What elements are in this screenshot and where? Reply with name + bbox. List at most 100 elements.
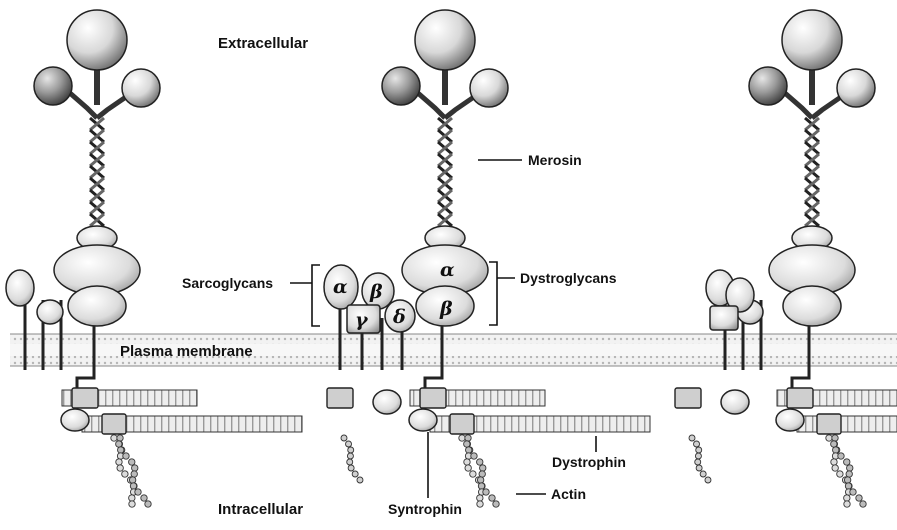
extracellular-label: Extracellular: [218, 35, 308, 52]
complex-1-actin-bead: [117, 435, 123, 441]
complex-1-dystrophin-actin-box: [102, 414, 126, 434]
complex-1-dystrophin-terminal: [72, 388, 98, 408]
complex-2-actin-bead-right: [694, 441, 700, 447]
complex-2-actin-bead: [464, 441, 470, 447]
complex-2-actin-bead-right: [705, 477, 711, 483]
complex-1-actin-bead-right: [347, 453, 353, 459]
complex-3-actin-bead: [850, 489, 856, 495]
complex-1-actin-bead: [132, 465, 138, 471]
complex-1-actin-bead-right: [357, 477, 363, 483]
complex-3-actin-bead: [833, 447, 839, 453]
complex-3-merosin-left-globule: [749, 67, 787, 105]
complex-3-actin-bead: [837, 471, 843, 477]
complex-3-syntrophin: [776, 409, 804, 431]
complex-1-dystrophin-end-box: [327, 388, 353, 408]
complex-1-actin-bead: [145, 501, 151, 507]
complex-1-actin-bead-right: [347, 459, 353, 465]
sarcoglycans-bracket: [290, 265, 320, 326]
complex-2-merosin-right-globule: [470, 69, 508, 107]
complex-2-merosin-head: [415, 10, 475, 70]
complex-2-actin-bead-right: [695, 459, 701, 465]
complex-3-actin-bead: [845, 483, 851, 489]
side-sarcoglycan-2-unit-d: [710, 306, 738, 330]
sg-alpha-label: α: [333, 276, 348, 298]
complex-2-actin-bead: [483, 489, 489, 495]
complex-3-actin-bead: [832, 465, 838, 471]
complex-2-dystrophin-terminal: [420, 388, 446, 408]
plasma-membrane-label: Plasma membrane: [120, 343, 253, 360]
dg-alpha-label: α: [440, 259, 455, 281]
complex-2-actin-bead: [477, 459, 483, 465]
complex-2-actin-bead: [465, 465, 471, 471]
complex-1-actin-bead: [129, 459, 135, 465]
complex-1-actin-bead: [116, 459, 122, 465]
complex-1-actin-bead: [129, 495, 135, 501]
complex-2-actin-bead-right: [700, 471, 706, 477]
complex-2-actin-bead: [459, 435, 465, 441]
complex-3-beta-dystroglycan: [783, 286, 841, 326]
complex-2-actin-bead: [477, 477, 483, 483]
complex-1-actin-bead: [129, 501, 135, 507]
complex-2-actin-bead: [480, 465, 486, 471]
complex-3-actin-bead: [838, 453, 844, 459]
complex-2-actin-bead: [464, 459, 470, 465]
complex-2-actin-bead-right: [696, 465, 702, 471]
complex-1-actin-bead: [130, 483, 136, 489]
complex-1-beta-dystroglycan: [68, 286, 126, 326]
complex-3-actin-bead: [844, 495, 850, 501]
complex-3-actin-bead: [832, 435, 838, 441]
merosin-label: Merosin: [528, 152, 582, 168]
complex-3-dystrophin-rod-lower: [797, 416, 897, 432]
complex-3-actin-bead: [856, 495, 862, 501]
complex-1-actin-bead-right: [352, 471, 358, 477]
complex-2-actin-bead-right: [689, 435, 695, 441]
complex-2-actin-bead: [471, 453, 477, 459]
complex-3-actin-bead: [844, 459, 850, 465]
complex-2-actin-bead: [489, 495, 495, 501]
complex-2-actin-bead: [470, 471, 476, 477]
complex-2-actin-bead-right: [695, 453, 701, 459]
complex-3-merosin-right-globule: [837, 69, 875, 107]
dg-beta-label: β: [439, 298, 453, 320]
complex-2-syntrophin-right: [721, 390, 749, 414]
complex-1-merosin-right-globule: [122, 69, 160, 107]
complex-1-syntrophin-right: [373, 390, 401, 414]
complex-1-actin-bead: [141, 495, 147, 501]
sg-delta-label: δ: [392, 306, 406, 328]
complex-1-actin-bead: [123, 453, 129, 459]
sg-gamma-label: γ: [355, 309, 369, 331]
dystroglycans-bracket: [489, 262, 515, 325]
intracellular-label: Intracellular: [218, 501, 303, 518]
complex-1-actin-bead: [111, 435, 117, 441]
complex-1-actin-bead: [129, 477, 135, 483]
complex-2-actin-bead: [478, 483, 484, 489]
complex-2-dystrophin-end-box: [675, 388, 701, 408]
complex-1-actin-bead-right: [341, 435, 347, 441]
syntrophin-label: Syntrophin: [388, 501, 462, 517]
complex-3-actin-bead: [860, 501, 866, 507]
sg-beta-label: β: [369, 281, 383, 303]
complex-2-actin-bead-right: [696, 447, 702, 453]
complex-2-actin-bead: [493, 501, 499, 507]
complex-1-actin-bead: [131, 471, 137, 477]
complex-1-actin-bead: [122, 471, 128, 477]
complex-3-actin-bead: [847, 465, 853, 471]
complex-1-actin-bead-right: [348, 465, 354, 471]
complex-3-actin-bead: [844, 477, 850, 483]
complex-1-syntrophin: [61, 409, 89, 431]
dystroglycans-label: Dystroglycans: [520, 270, 617, 286]
complex-2-actin-bead: [466, 447, 472, 453]
complex-1-actin-bead-right: [348, 447, 354, 453]
complex-2-actin-bead: [465, 435, 471, 441]
complex-2-dystrophin-actin-box: [450, 414, 474, 434]
complex-2-syntrophin: [409, 409, 437, 431]
complex-3-actin-bead: [846, 471, 852, 477]
complex-2-actin-bead: [477, 501, 483, 507]
side-sarcoglycan-1-unit-b: [37, 300, 63, 324]
complex-3-merosin-head: [782, 10, 842, 70]
complex-3-actin-bead: [826, 435, 832, 441]
complex-2-merosin-left-globule: [382, 67, 420, 105]
complex-1-actin-bead: [118, 447, 124, 453]
side-sarcoglycan-1-unit-a: [6, 270, 34, 306]
